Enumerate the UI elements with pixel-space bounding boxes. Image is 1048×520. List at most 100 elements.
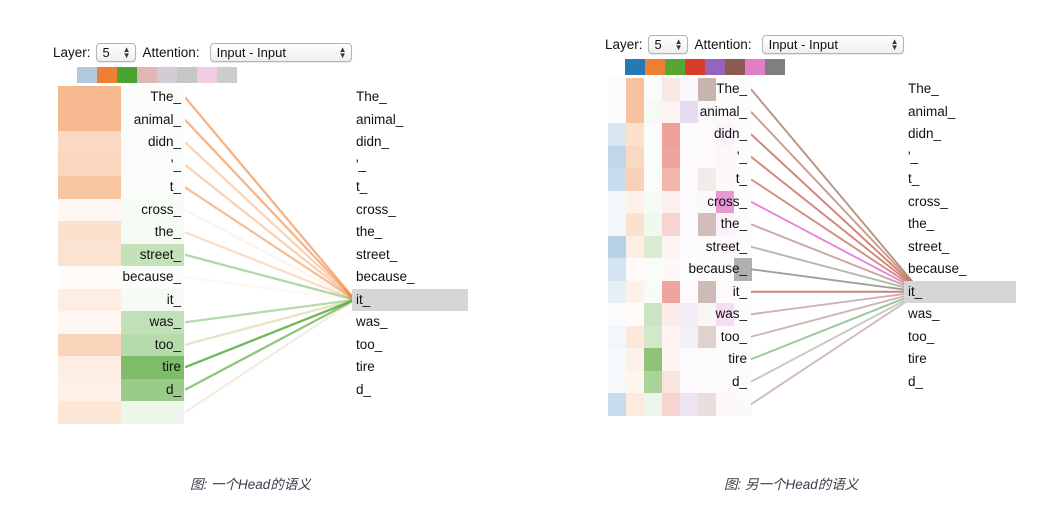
head-swatch-6[interactable] — [197, 67, 217, 83]
source-token[interactable]: street_ — [139, 246, 181, 262]
source-token[interactable]: The_ — [150, 89, 181, 104]
source-token[interactable]: too_ — [720, 328, 747, 344]
source-token[interactable]: cross_ — [707, 193, 747, 209]
target-token[interactable]: cross_ — [356, 201, 396, 217]
source-token[interactable]: cross_ — [141, 201, 181, 217]
source-token[interactable]: it_ — [166, 291, 181, 307]
source-token[interactable]: d_ — [165, 381, 181, 397]
heatmap-cell — [626, 190, 644, 213]
heatmap-cell — [608, 78, 626, 101]
target-token[interactable]: animal_ — [356, 111, 404, 127]
target-token[interactable]: street_ — [356, 246, 398, 262]
layer-select[interactable]: 5 ▲▼ — [95, 43, 136, 62]
source-token[interactable]: t_ — [169, 179, 181, 194]
source-token[interactable]: t_ — [735, 171, 747, 186]
source-token[interactable]: '_ — [736, 148, 747, 164]
heatmap-cell — [626, 100, 644, 123]
heatmap-cell — [680, 303, 698, 326]
head-swatch-7[interactable] — [217, 67, 237, 83]
source-token[interactable]: because_ — [688, 261, 747, 276]
heatmap-cell — [734, 258, 752, 281]
head-swatch-2[interactable] — [665, 59, 685, 75]
source-token[interactable]: street_ — [705, 238, 747, 254]
target-token[interactable]: was_ — [908, 306, 940, 321]
layer-select[interactable]: 5 ▲▼ — [647, 35, 688, 54]
head-swatch-bar-right[interactable] — [625, 59, 785, 75]
target-token[interactable]: tire — [908, 351, 927, 366]
source-token[interactable]: didn_ — [713, 126, 747, 141]
target-token[interactable]: tire — [356, 359, 375, 374]
attention-link — [185, 298, 355, 369]
target-token[interactable]: too_ — [356, 336, 383, 352]
target-token[interactable]: the_ — [908, 216, 935, 231]
attention-select[interactable]: Input - Input ▲▼ — [761, 35, 904, 54]
source-token-column-right: The_ animal_ didn_ '_ t_ cross_ the_ street_bec… — [654, 78, 751, 393]
target-token[interactable]: d_ — [356, 381, 372, 397]
source-token[interactable]: The_ — [716, 81, 747, 96]
head-swatch-4[interactable] — [705, 59, 725, 75]
target-token[interactable]: was_ — [356, 314, 388, 329]
target-token[interactable]: The_ — [356, 89, 387, 104]
head-swatch-0[interactable] — [77, 67, 97, 83]
head-swatch-0[interactable] — [625, 59, 645, 75]
attention-select[interactable]: Input - Input ▲▼ — [209, 43, 352, 62]
stepper-icon: ▲▼ — [122, 44, 131, 60]
head-swatch-5[interactable] — [725, 59, 745, 75]
source-token[interactable]: it_ — [732, 283, 747, 299]
source-token[interactable]: tire — [162, 359, 181, 374]
target-token[interactable]: too_ — [908, 328, 935, 344]
target-token-selected[interactable]: it_ — [352, 288, 468, 311]
heatmap-cell — [626, 258, 644, 281]
heatmap-cell — [698, 78, 716, 101]
heatmap-column-head-0 — [608, 78, 626, 416]
source-token[interactable]: didn_ — [147, 134, 181, 149]
source-token[interactable]: the_ — [154, 224, 181, 239]
heatmap-cell — [644, 280, 662, 303]
source-token[interactable]: animal_ — [133, 111, 181, 127]
attention-panel-right: Layer: 5 ▲▼ Attention: Input - Input ▲▼ … — [524, 0, 1048, 520]
source-token[interactable]: because_ — [122, 269, 181, 284]
source-token[interactable]: the_ — [720, 216, 747, 231]
source-token[interactable]: '_ — [170, 156, 181, 172]
head-swatch-6[interactable] — [745, 59, 765, 75]
head-swatch-3[interactable] — [137, 67, 157, 83]
head-swatch-2[interactable] — [117, 67, 137, 83]
target-token[interactable]: '_ — [356, 156, 367, 172]
heatmap-cell — [698, 213, 716, 236]
head-swatch-bar-left[interactable] — [77, 67, 237, 83]
heatmap-cell — [716, 303, 734, 326]
head-swatch-1[interactable] — [97, 67, 117, 83]
target-token[interactable]: animal_ — [908, 103, 956, 119]
heatmap-cell — [608, 213, 626, 236]
head-swatch-5[interactable] — [177, 67, 197, 83]
attention-link — [185, 96, 355, 301]
head-swatch-1[interactable] — [645, 59, 665, 75]
source-token[interactable]: d_ — [731, 373, 747, 389]
target-token[interactable]: because_ — [356, 269, 415, 284]
target-token[interactable]: cross_ — [908, 193, 948, 209]
source-token[interactable]: animal_ — [699, 103, 747, 119]
attention-link — [751, 290, 921, 406]
attention-link — [185, 163, 355, 301]
target-token[interactable]: street_ — [908, 238, 950, 254]
target-token[interactable]: didn_ — [356, 134, 390, 149]
target-token[interactable]: t_ — [356, 179, 368, 194]
head-swatch-4[interactable] — [157, 67, 177, 83]
target-token[interactable]: '_ — [908, 148, 919, 164]
target-token[interactable]: didn_ — [908, 126, 942, 141]
attention-link — [751, 245, 921, 293]
head-swatch-3[interactable] — [685, 59, 705, 75]
target-token-selected[interactable]: it_ — [904, 280, 1016, 303]
target-token[interactable]: The_ — [908, 81, 939, 96]
source-token[interactable]: too_ — [154, 336, 181, 352]
target-token[interactable]: the_ — [356, 224, 383, 239]
source-token[interactable]: was_ — [149, 314, 181, 329]
target-token[interactable]: d_ — [908, 373, 924, 389]
source-token[interactable]: was_ — [715, 306, 747, 321]
target-token[interactable]: because_ — [908, 261, 967, 276]
heatmap-cell — [662, 258, 680, 281]
source-token[interactable]: tire — [728, 351, 747, 366]
head-swatch-7[interactable] — [765, 59, 785, 75]
attention-link — [751, 268, 921, 293]
target-token[interactable]: t_ — [908, 171, 920, 186]
